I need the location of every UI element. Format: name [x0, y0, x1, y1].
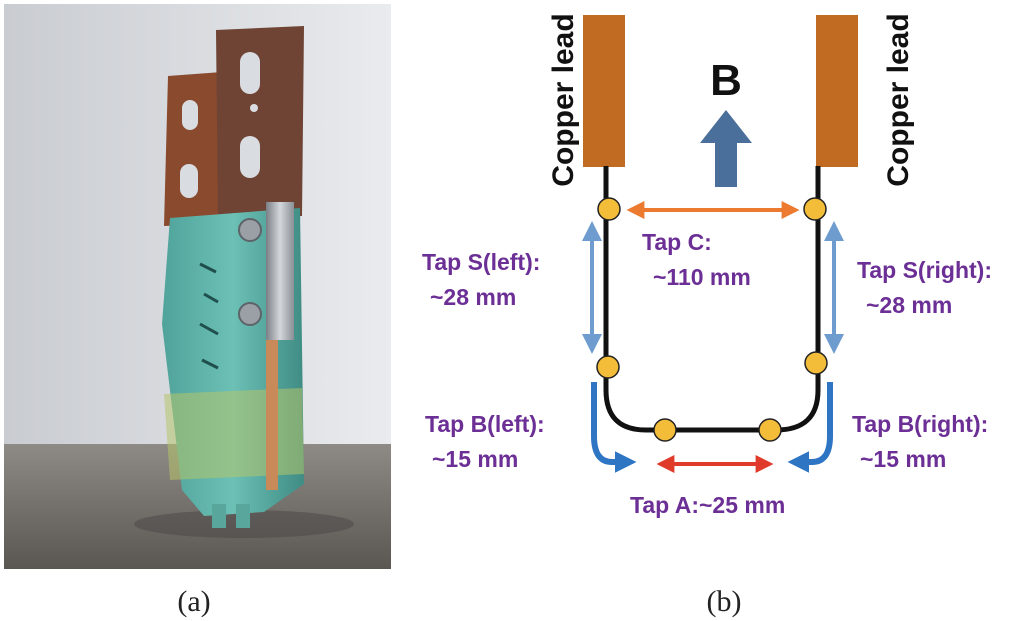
copper-lead-right [816, 15, 858, 167]
tap-c-value: ~110 mm [653, 264, 751, 290]
tap-s-right-value: ~28 mm [866, 292, 952, 318]
sample-wire [603, 166, 821, 433]
tap-c-label: Tap C: [642, 229, 712, 255]
tap-s-left-label: Tap S(left): [422, 249, 540, 275]
tap-node [758, 418, 782, 442]
copper-lead-left [583, 15, 625, 167]
tap-b-left-value: ~15 mm [432, 446, 518, 472]
tap-b-right-value: ~15 mm [860, 446, 946, 472]
tap-b-left-label: Tap B(left): [425, 411, 545, 437]
copper-lead-left-label: Copper lead [547, 13, 580, 186]
tap-b-left-arrow [591, 382, 637, 473]
field-label: B [710, 56, 742, 105]
field-direction-arrow [700, 110, 752, 187]
sample-photo [4, 4, 391, 569]
sample-photo-illustration [4, 4, 391, 569]
tap-a-label: Tap A:~25 mm [630, 492, 785, 518]
copper-lead-right-label: Copper lead [882, 13, 915, 186]
tap-node [804, 351, 828, 375]
tap-node [596, 355, 620, 379]
tap-b-right-arrow [787, 382, 833, 473]
tap-node [653, 418, 677, 442]
tap-s-right-label: Tap S(right): [857, 257, 992, 283]
tap-node [597, 197, 621, 221]
caption-b: (b) [706, 585, 742, 618]
tap-s-left-value: ~28 mm [430, 284, 516, 310]
tap-b-right-label: Tap B(right): [852, 411, 988, 437]
tap-node [803, 197, 827, 221]
caption-a: (a) [177, 585, 211, 618]
